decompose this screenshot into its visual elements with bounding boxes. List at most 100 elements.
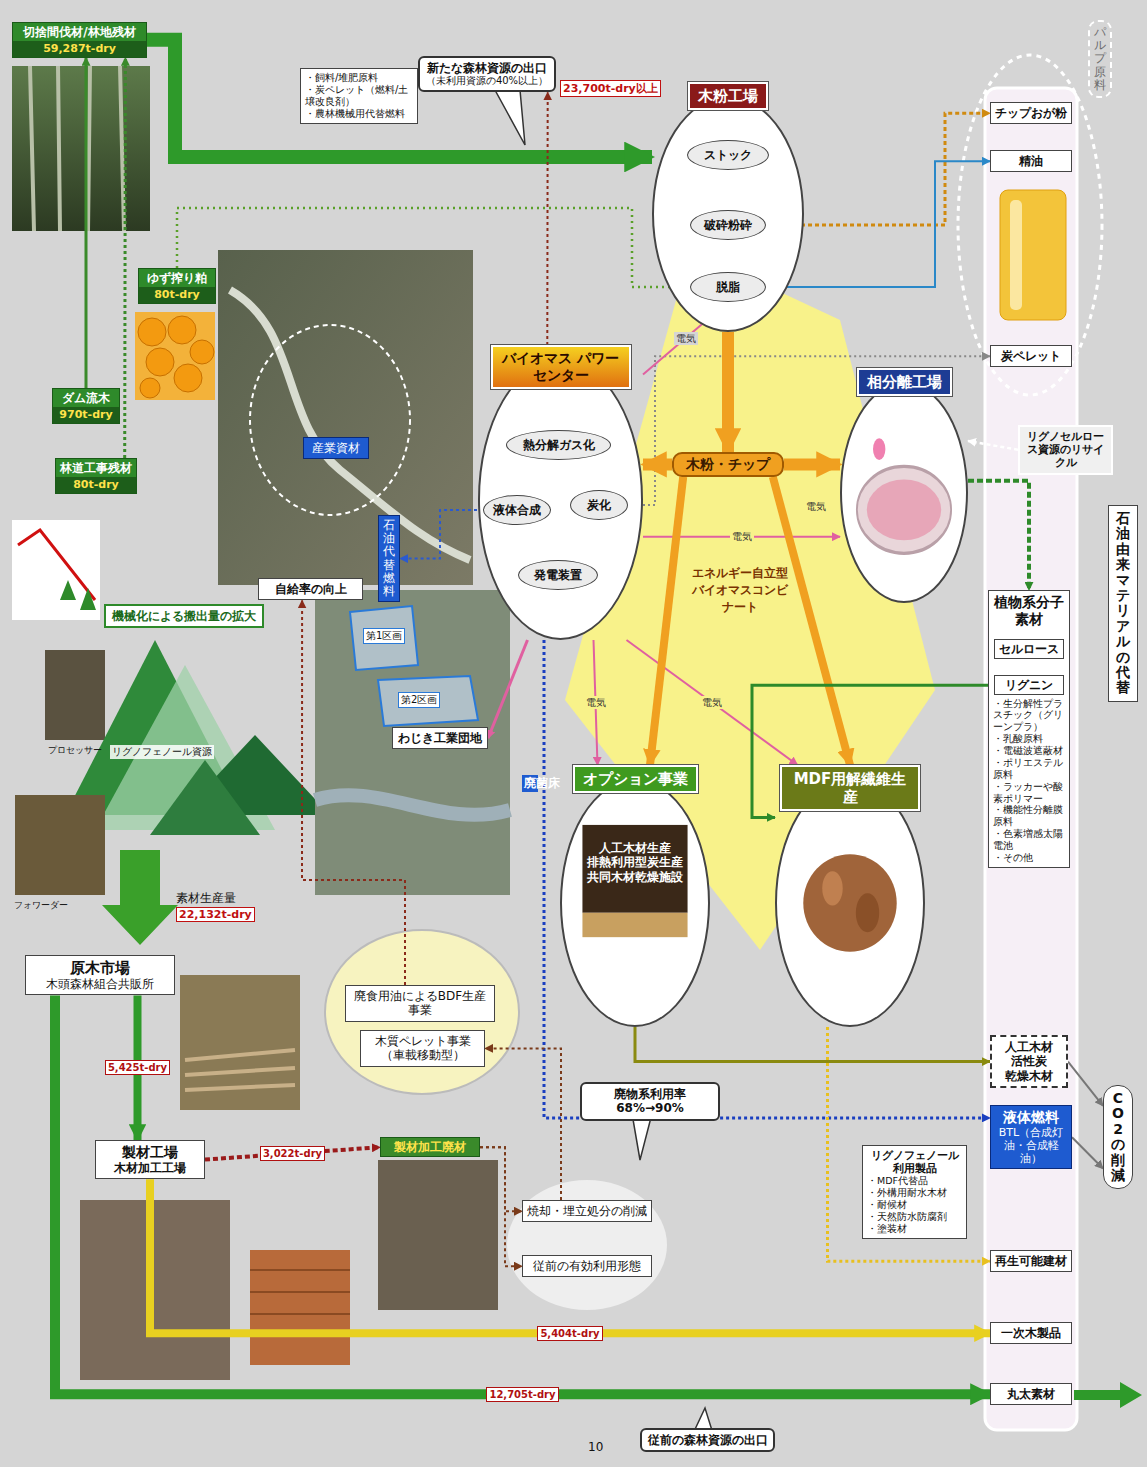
waste-wood-photo	[378, 1160, 498, 1310]
node-text: 共同木材乾燥施設	[585, 870, 685, 884]
node-title: 製材工場	[100, 1144, 200, 1161]
tree-icon	[60, 580, 76, 600]
product-box: 炭ペレット	[990, 345, 1072, 367]
node-text: 人工木材生産	[585, 841, 685, 855]
powder	[867, 479, 941, 540]
material-box: 木粉・チップ	[672, 452, 784, 477]
product-box: 丸太素材	[990, 1383, 1072, 1405]
node-text: ・生分解性プラスチック（グリーンプラ）	[993, 698, 1065, 734]
faded-box: パルプ原料	[1088, 20, 1112, 98]
result-box: 従前の有効利用形態	[522, 1255, 652, 1277]
source-box: ダム流木970t-dry	[52, 388, 120, 424]
mountain	[150, 760, 260, 835]
node-text: ・外構用耐水木材	[867, 1187, 962, 1199]
parcel-outline	[378, 676, 478, 726]
node-title: 破砕粉砕	[693, 218, 763, 232]
connector	[1068, 1062, 1103, 1106]
process-ellipse: 熱分解ガス化	[506, 430, 611, 460]
node-title: ストック	[690, 148, 766, 162]
connector	[635, 1027, 990, 1062]
connector	[643, 458, 672, 470]
node-title: バイオマス パワーセンター	[491, 345, 631, 389]
process-ellipse: 液体合成	[483, 495, 551, 525]
connector	[177, 208, 690, 287]
effect-box: CO2の削減	[1103, 1085, 1133, 1189]
option-photo	[562, 781, 708, 1025]
essential-oil-photo	[1000, 190, 1066, 320]
node-title: 木粉・チップ	[676, 456, 780, 473]
edge-label: 電気	[674, 332, 698, 345]
process-ellipse: 発電装置	[518, 560, 598, 590]
flower	[873, 438, 885, 460]
node-title: 機械化による搬出量の拡大	[110, 609, 258, 623]
bottle-highlight	[1010, 200, 1022, 310]
callout-box: 新たな森林資源の出口（未利用資源の40%以上）	[418, 56, 556, 92]
node-title: 従前の有効利用形態	[527, 1259, 647, 1273]
connector	[55, 995, 990, 1394]
node-text: ・炭ペレット（燃料/土壌改良剤）	[305, 84, 413, 108]
edge-label: 電気	[700, 696, 724, 709]
node-title: 原木市場	[30, 959, 170, 977]
connector	[1072, 1137, 1103, 1168]
node-title: 液体燃料	[993, 1109, 1069, 1126]
node-text: 乾燥木材	[996, 1069, 1062, 1083]
photo-tag: 石油代替燃料	[378, 515, 400, 602]
connector	[485, 1048, 561, 1200]
product-box: チップおが粉	[990, 102, 1072, 124]
node-text: ・ラッカーや酸素ポリマー	[993, 781, 1065, 805]
connector	[968, 481, 1029, 590]
node-title: 炭ペレット	[993, 349, 1069, 363]
connector	[147, 40, 652, 157]
node-text: ・その他	[993, 852, 1065, 864]
industrial-park-photo	[315, 590, 510, 895]
node-title: 自給率の向上	[263, 582, 358, 596]
photo-dark	[582, 825, 687, 913]
note-box: 機械化による搬出量の拡大	[104, 604, 264, 628]
photo-wood	[582, 913, 687, 937]
process-ellipse: 破砕粉砕	[690, 210, 766, 240]
parcel-label: 第1区画	[363, 628, 405, 644]
lumber-lines	[250, 1270, 350, 1336]
connector	[784, 458, 840, 470]
node-title: 液体合成	[486, 503, 548, 517]
yuzu-fruits	[138, 316, 214, 398]
processor-photo	[45, 650, 105, 740]
vertical-label: 石油代替燃料	[383, 519, 395, 598]
quantity-label: 22,132t-dry	[176, 907, 255, 922]
node-text: 排熱利用型炭生産	[585, 855, 685, 869]
resource-label: リグノフェノール資源	[110, 745, 214, 759]
edge-label: 3,022t-dry	[260, 1146, 325, 1161]
node-text: 木材加工工場	[100, 1161, 200, 1175]
connector	[752, 685, 994, 817]
node-title: リグニン	[997, 678, 1061, 692]
parcel-outline	[350, 606, 418, 670]
node-title: 切捨間伐材/林地残材	[15, 25, 144, 39]
yuzu-photo	[135, 312, 215, 400]
connector	[488, 640, 528, 738]
production-arrow	[102, 850, 178, 945]
process-ellipse: 脱脂	[690, 272, 766, 302]
fiber	[803, 854, 896, 952]
node-title: 木粉工場	[688, 82, 768, 110]
power-label: 電気	[806, 500, 826, 514]
photo-tag: 自給率の向上	[258, 578, 363, 600]
edge-label: 5,425t-dry	[105, 1060, 170, 1075]
disposal-ellipse	[507, 1180, 667, 1310]
node-title: 廃物系利用率68%→90%	[586, 1087, 714, 1116]
fiber-photo	[777, 781, 923, 1025]
node-title: ・飼料/堆肥原料	[305, 72, 413, 84]
material-chip: リグニン	[994, 675, 1064, 695]
node-text: ・色素増感太陽電池	[993, 828, 1065, 852]
market-box: 原木市場木頭森林組合共販所	[25, 955, 175, 995]
business-circle: MDF用解繊維生産	[775, 765, 925, 1027]
node-title: 産業資材	[306, 441, 366, 455]
process-ellipse: ストック	[687, 140, 769, 170]
quantity-label: 23,700t-dry以上	[560, 80, 661, 97]
node-title: オプション事業	[573, 765, 698, 793]
node-title: リグノセルロース資源のリサイクル	[1024, 430, 1107, 470]
node-title: 新たな森林資源の出口	[424, 61, 550, 75]
area-label: エネルギー自立型 バイオマスコンビナート	[690, 565, 790, 616]
connector	[722, 332, 734, 452]
